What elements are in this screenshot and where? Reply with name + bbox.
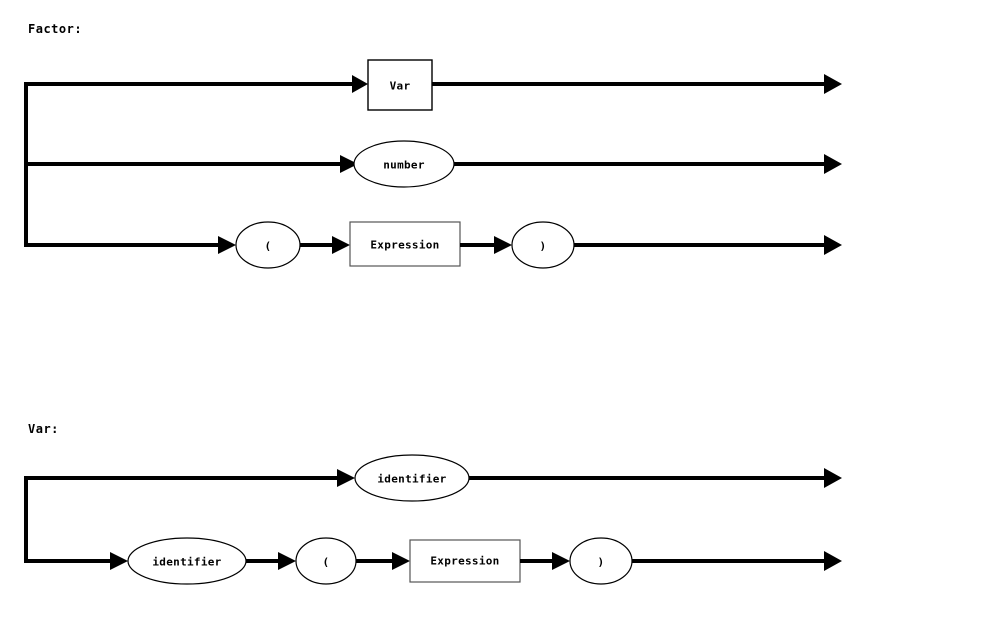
var-row1-outbound-arrowhead — [824, 468, 842, 488]
factor-rparen-node-label: ) — [540, 240, 547, 253]
var-row2-link1-arrowhead — [278, 552, 296, 570]
factor-var-node[interactable] — [367, 59, 433, 111]
var-row2-link3-arrowhead — [552, 552, 570, 570]
factor-row2-inbound-arrowhead — [340, 155, 358, 173]
var-expression-node-label: Expression — [430, 555, 499, 568]
var-row2-inbound-arrowhead — [110, 552, 128, 570]
factor-row3-link1-arrowhead — [332, 236, 350, 254]
diagram-title-var: Var: — [28, 422, 59, 436]
factor-var-node-label: Var — [390, 80, 411, 93]
var-identifier-1-node-label: identifier — [377, 473, 446, 486]
factor-row3-link2-arrowhead — [494, 236, 512, 254]
var-expression-node[interactable] — [409, 539, 521, 583]
factor-number-node-label: number — [383, 159, 425, 172]
factor-row3-inbound-arrowhead — [218, 236, 236, 254]
factor-row3-outbound-arrowhead — [824, 235, 842, 255]
factor-expression-node-label: Expression — [370, 239, 439, 252]
var-identifier-2-node-label: identifier — [152, 556, 221, 569]
factor-lparen-node-label: ( — [265, 240, 272, 253]
factor-expression-node[interactable] — [349, 221, 461, 267]
var-lparen-node-label: ( — [323, 556, 330, 569]
var-row2-outbound-arrowhead — [824, 551, 842, 571]
factor-row2-outbound-arrowhead — [824, 154, 842, 174]
var-row1-inbound-arrowhead — [337, 469, 355, 487]
var-rparen-node-label: ) — [598, 556, 605, 569]
diagram-title-factor: Factor: — [28, 22, 83, 36]
factor-row1-outbound-arrowhead — [824, 74, 842, 94]
factor-row1-inbound-arrowhead — [352, 75, 368, 93]
var-row2-link2-arrowhead — [392, 552, 410, 570]
